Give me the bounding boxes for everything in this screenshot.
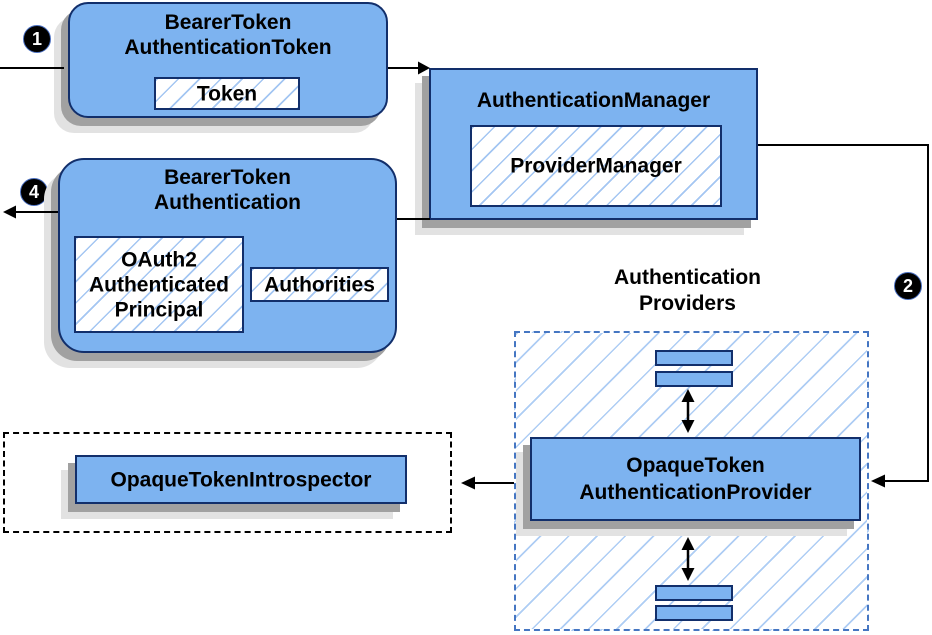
node-authentication-manager: AuthenticationManager ProviderManager: [429, 68, 758, 220]
authorities-label: Authorities: [264, 273, 375, 296]
arrowhead-to-provider: [871, 474, 885, 488]
provider-slot-top-1: [655, 350, 733, 366]
arrowhead-to-introspector: [461, 476, 475, 490]
oauth2-authenticated-principal-box: OAuth2 Authenticated Principal: [74, 236, 244, 333]
step-2-badge: 2: [894, 272, 922, 300]
authorities-box: Authorities: [250, 267, 389, 302]
provider-slot-top-2: [655, 371, 733, 387]
node-authentication-manager-title: AuthenticationManager: [476, 89, 711, 112]
node-bearer-token-authentication: BearerToken Authentication OAuth2 Authen…: [58, 158, 397, 353]
provider-manager-box: ProviderManager: [470, 125, 722, 207]
opaque-token-introspector-group: OpaqueTokenIntrospector: [3, 432, 452, 533]
step-1-badge: 1: [23, 25, 51, 53]
authentication-providers-label: Authentication Providers: [614, 266, 761, 315]
node-bearer-token-authentication-token: BearerToken AuthenticationToken Token: [68, 2, 388, 118]
authentication-providers-group: OpaqueToken AuthenticationProvider: [514, 331, 869, 631]
node-opaque-token-authentication-provider: OpaqueToken AuthenticationProvider: [530, 437, 861, 521]
node-bearer-token-authentication-token-title: BearerToken AuthenticationToken: [124, 11, 332, 59]
oauth2-authenticated-principal-label: OAuth2 Authenticated Principal: [88, 248, 229, 321]
node-bearer-token-authentication-title: BearerToken Authentication: [154, 166, 301, 214]
step-4-badge: 4: [20, 178, 48, 206]
token-box: Token: [154, 77, 300, 110]
provider-manager-label: ProviderManager: [510, 154, 682, 178]
node-opaque-token-introspector: OpaqueTokenIntrospector: [75, 455, 407, 504]
provider-slot-bottom-1: [655, 585, 733, 601]
arrowhead-outgoing-authentication: [3, 205, 16, 219]
token-label: Token: [196, 82, 258, 105]
opaque-token-introspector-label: OpaqueTokenIntrospector: [110, 468, 372, 491]
opaque-token-authentication-provider-label: OpaqueToken AuthenticationProvider: [579, 454, 812, 504]
provider-slot-bottom-2: [655, 605, 733, 621]
